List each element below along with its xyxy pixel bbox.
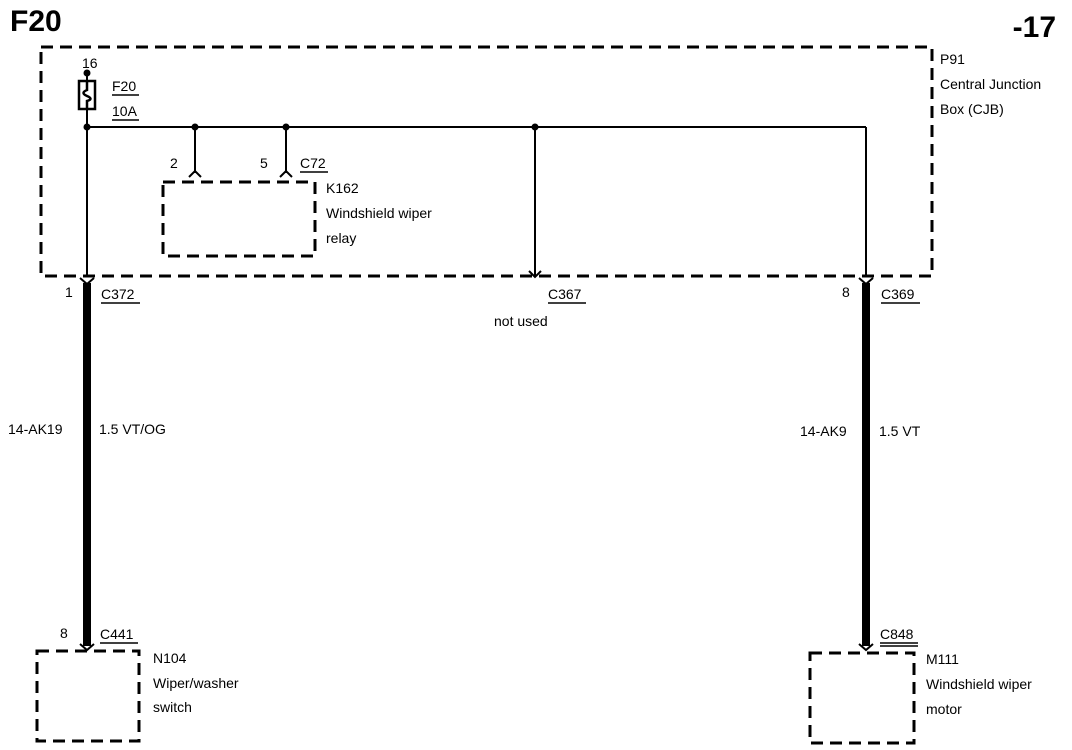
middle-connector-id: C367 [548, 286, 582, 302]
switch-id: N104 [153, 650, 187, 666]
motor-box [808, 651, 916, 745]
switch-name-line1: Wiper/washer [153, 675, 239, 691]
relay-feed-wires [188, 127, 293, 178]
relay-connector: C72 [300, 155, 326, 171]
fuse-pin: 16 [82, 55, 98, 71]
middle-connector-symbol [528, 270, 542, 279]
cjb-name-line2: Box (CJB) [940, 101, 1004, 117]
relay-pin-b: 5 [260, 155, 268, 171]
cjb-box [39, 45, 934, 278]
cjb-bus [83, 123, 867, 276]
fuse-rating: 10A [112, 103, 138, 119]
relay-name-line2: relay [326, 230, 356, 246]
middle-connector-note: not used [494, 313, 548, 329]
switch-box [35, 649, 141, 743]
page-code: F20 [10, 5, 62, 38]
motor-name-line1: Windshield wiper [926, 676, 1032, 692]
fuse-icon [77, 73, 97, 127]
cjb-id: P91 [940, 51, 965, 67]
relay-box [161, 180, 317, 258]
left-wire-spec: 1.5 VT/OG [99, 421, 166, 437]
relay-pin-a: 2 [170, 155, 178, 171]
right-wire-spec: 1.5 VT [879, 423, 921, 439]
motor-connector: C848 [880, 626, 914, 642]
right-connector-id: C369 [881, 286, 915, 302]
motor-name-line2: motor [926, 701, 962, 717]
fuse-id: F20 [112, 78, 136, 94]
left-connector-id: C372 [101, 286, 135, 302]
cjb-name-line1: Central Junction [940, 76, 1041, 92]
left-connector-pin: 1 [65, 284, 73, 300]
relay-name-line1: Windshield wiper [326, 205, 432, 221]
left-wire-circuit: 14-AK19 [8, 421, 63, 437]
page-number: -17 [1013, 11, 1056, 44]
switch-pin: 8 [60, 625, 68, 641]
right-wire-circuit: 14-AK9 [800, 423, 847, 439]
switch-name-line2: switch [153, 699, 192, 715]
motor-connector-symbol [858, 643, 874, 652]
relay-id: K162 [326, 180, 359, 196]
motor-id: M111 [926, 651, 959, 667]
right-connector-pin: 8 [842, 284, 850, 300]
switch-connector: C441 [100, 626, 134, 642]
